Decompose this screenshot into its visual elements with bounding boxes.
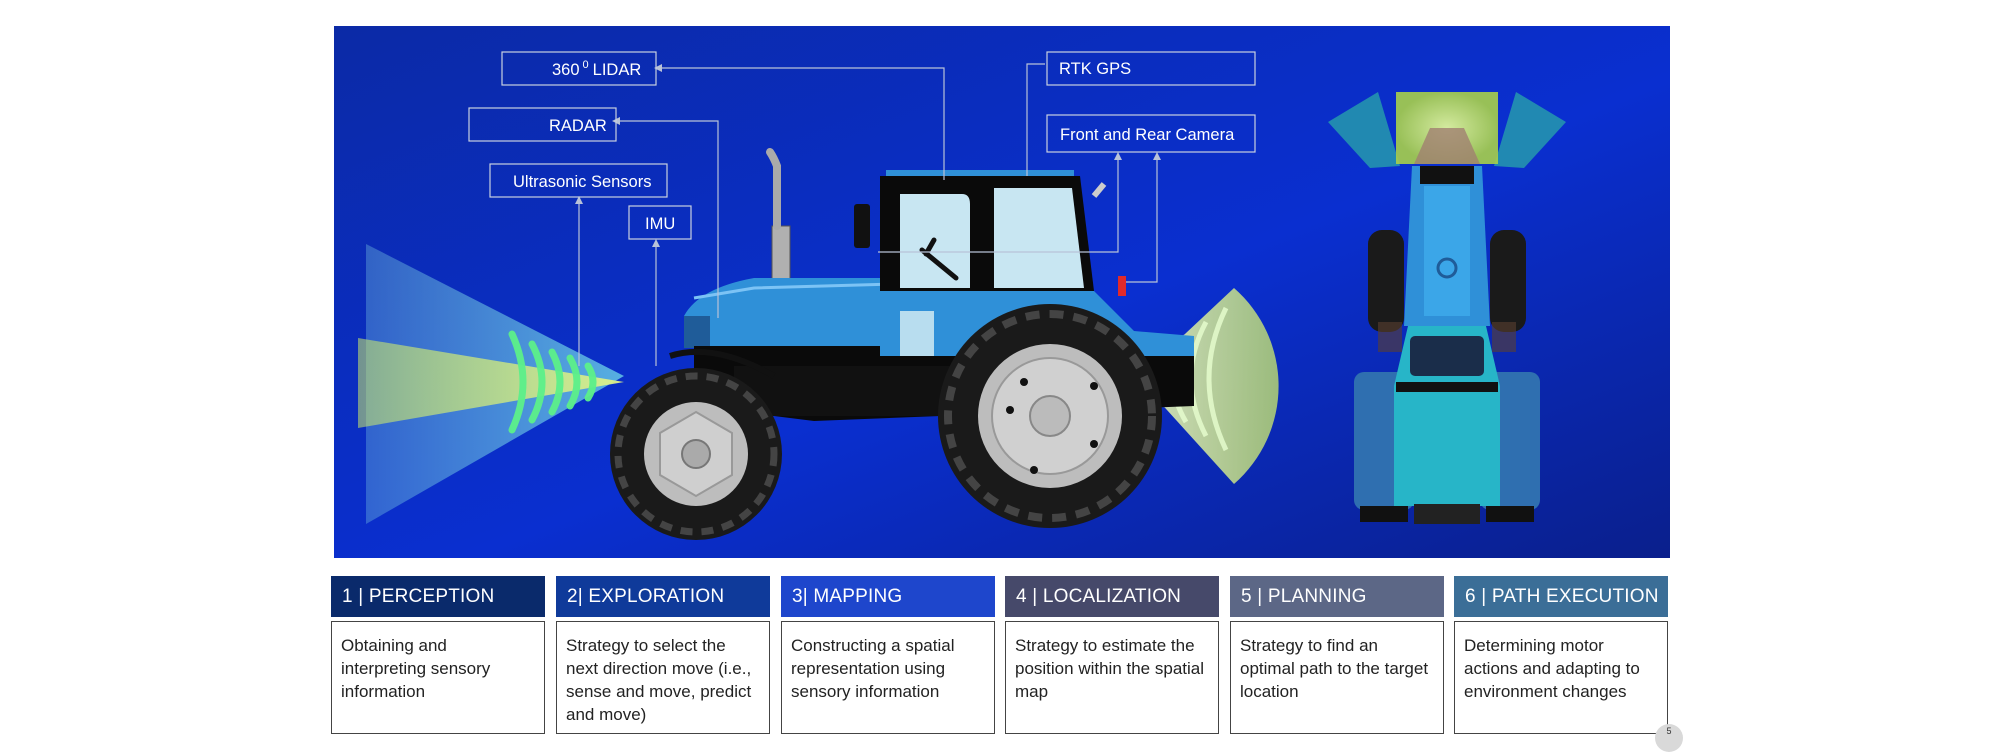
step-description: Constructing a spatial representation us… [781, 621, 995, 734]
ultrasonic-label: Ultrasonic Sensors [513, 173, 651, 191]
step-title: 2| EXPLORATION [556, 576, 770, 617]
step-mapping: 3| MAPPING Constructing a spatial repres… [781, 576, 995, 734]
step-path-execution: 6 | PATH EXECUTION Determining motor act… [1454, 576, 1668, 734]
label-radar: RADAR [468, 107, 617, 142]
step-title: 1 | PERCEPTION [331, 576, 545, 617]
step-description: Determining motor actions and adapting t… [1454, 621, 1668, 734]
label-camera: Front and Rear Camera [1046, 114, 1256, 153]
radar-label: RADAR [549, 117, 607, 135]
step-title: 4 | LOCALIZATION [1005, 576, 1219, 617]
step-description: Strategy to select the next direction mo… [556, 621, 770, 734]
tractor-front-view [1328, 92, 1566, 524]
step-description: Strategy to estimate the position within… [1005, 621, 1219, 734]
step-perception: 1 | PERCEPTION Obtaining and interpretin… [331, 576, 545, 734]
step-description: Obtaining and interpreting sensory infor… [331, 621, 545, 734]
rtk-gps-label: RTK GPS [1059, 60, 1131, 78]
label-ultrasonic: Ultrasonic Sensors [489, 163, 668, 198]
step-title: 5 | PLANNING [1230, 576, 1444, 617]
step-planning: 5 | PLANNING Strategy to find an optimal… [1230, 576, 1444, 734]
tractor-side-view [610, 148, 1194, 540]
step-title: 3| MAPPING [781, 576, 995, 617]
step-title: 6 | PATH EXECUTION [1454, 576, 1668, 617]
step-exploration: 2| EXPLORATION Strategy to select the ne… [556, 576, 770, 734]
lidar-suffix: LIDAR [593, 61, 642, 79]
imu-label: IMU [645, 215, 675, 233]
step-localization: 4 | LOCALIZATION Strategy to estimate th… [1005, 576, 1219, 734]
sensor-connector-lines [578, 63, 1158, 366]
page-number: 5 [1655, 724, 1683, 752]
step-description: Strategy to find an optimal path to the … [1230, 621, 1444, 734]
label-rtk-gps: RTK GPS [1046, 51, 1256, 86]
lidar-value: 360 [552, 61, 580, 79]
lidar-degree-superscript: 0 [583, 59, 589, 71]
camera-label: Front and Rear Camera [1060, 126, 1235, 144]
label-imu: IMU [628, 205, 692, 240]
rear-sensor-beam [358, 244, 624, 524]
